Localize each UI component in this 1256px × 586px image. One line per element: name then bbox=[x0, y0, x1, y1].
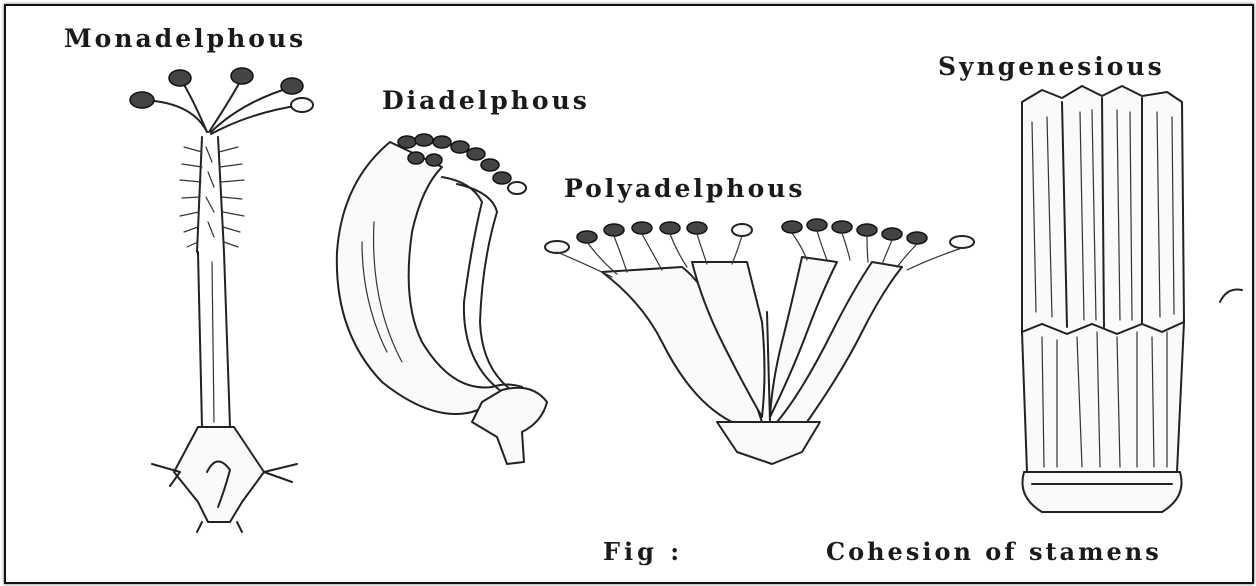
label-diadelphous: Diadelphous bbox=[382, 86, 590, 115]
syngenesious-drawing bbox=[1022, 86, 1242, 512]
monadelphous-drawing bbox=[130, 68, 313, 532]
figure-caption: Cohesion of stamens bbox=[826, 537, 1162, 566]
label-syngenesious: Syngenesious bbox=[938, 52, 1165, 81]
label-monadelphous: Monadelphous bbox=[64, 24, 306, 53]
label-polyadelphous: Polyadelphous bbox=[564, 174, 806, 203]
polyadelphous-drawing bbox=[545, 219, 974, 464]
diadelphous-drawing bbox=[337, 134, 547, 464]
stamen-illustrations bbox=[6, 6, 1252, 582]
figure-frame: Monadelphous Diadelphous Polyadelphous S… bbox=[4, 4, 1254, 584]
figure-prefix: Fig : bbox=[603, 537, 683, 566]
